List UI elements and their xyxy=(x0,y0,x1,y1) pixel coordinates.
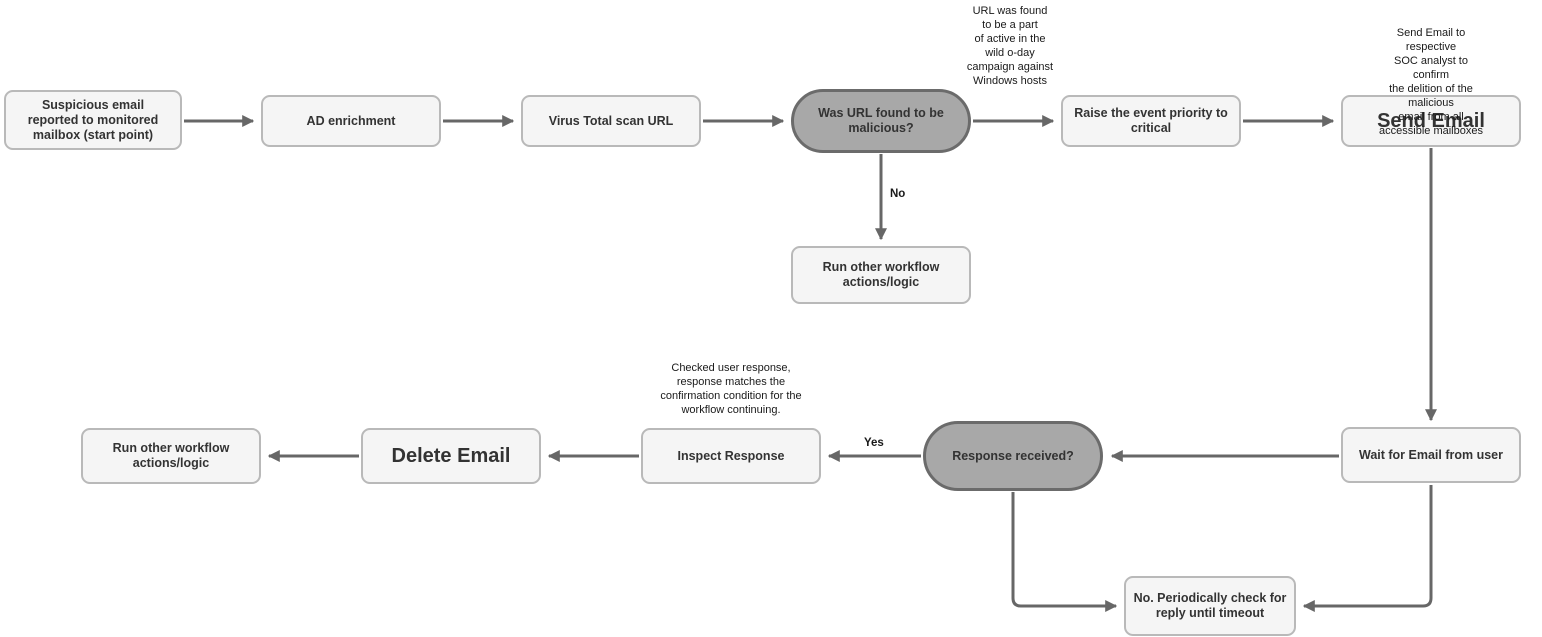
node-ad-enrichment[interactable]: AD enrichment xyxy=(261,95,441,147)
node-run-other-workflow-bottom-label: Run other workflow actions/logic xyxy=(112,441,230,470)
node-response-received-decision-label: Response received? xyxy=(952,448,1074,463)
node-delete-email-label: Delete Email xyxy=(391,445,511,467)
edge-wait-to-periodic xyxy=(1302,485,1433,612)
annotation-send-email-note: Send Email to respective SOC analyst to … xyxy=(1379,27,1483,137)
node-ad-enrichment-label: AD enrichment xyxy=(306,113,396,128)
node-inspect-response[interactable]: Inspect Response xyxy=(641,428,821,484)
node-delete-email[interactable]: Delete Email xyxy=(361,428,541,484)
node-send-email-label: Send Email xyxy=(1377,110,1485,132)
node-wait-for-email[interactable]: Wait for Email from user xyxy=(1341,427,1521,483)
edge-response-no-to-periodic xyxy=(1011,492,1118,612)
edge-label-yes: Yes xyxy=(862,437,886,449)
node-raise-priority-label: Raise the event priority to critical xyxy=(1074,106,1228,135)
node-run-other-workflow-bottom[interactable]: Run other workflow actions/logic xyxy=(81,428,261,484)
node-virus-total-label: Virus Total scan URL xyxy=(548,113,674,128)
node-wait-for-email-label: Wait for Email from user xyxy=(1358,447,1503,462)
node-run-other-workflow-top[interactable]: Run other workflow actions/logic xyxy=(791,246,971,304)
node-url-malicious-decision-label: Was URL found to be malicious? xyxy=(818,106,944,135)
annotation-campaign-note: URL was found to be a part of active in … xyxy=(966,5,1054,87)
node-response-received-decision[interactable]: Response received? xyxy=(923,421,1103,491)
node-start-label: Suspicious email reported to monitored m… xyxy=(27,97,159,142)
node-send-email[interactable]: Send Email xyxy=(1341,95,1521,147)
node-periodic-check[interactable]: No. Periodically check for reply until t… xyxy=(1124,576,1296,636)
node-inspect-response-label: Inspect Response xyxy=(677,448,785,463)
node-raise-priority[interactable]: Raise the event priority to critical xyxy=(1061,95,1241,147)
node-virus-total[interactable]: Virus Total scan URL xyxy=(521,95,701,147)
node-url-malicious-decision[interactable]: Was URL found to be malicious? xyxy=(791,89,971,153)
node-start[interactable]: Suspicious email reported to monitored m… xyxy=(4,90,182,150)
node-periodic-check-label: No. Periodically check for reply until t… xyxy=(1133,591,1287,620)
annotation-inspect-note: Checked user response, response matches … xyxy=(660,362,802,416)
edge-label-no: No xyxy=(888,188,908,200)
node-run-other-workflow-top-label: Run other workflow actions/logic xyxy=(822,260,940,289)
